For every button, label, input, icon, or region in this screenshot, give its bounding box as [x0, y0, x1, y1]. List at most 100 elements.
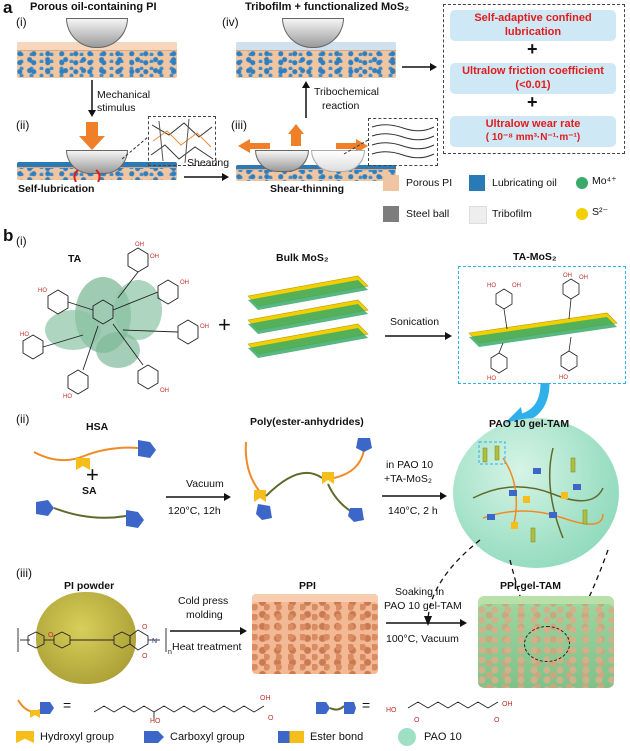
label-self-lubrication: Self-lubrication	[18, 183, 95, 195]
porous-pi-block-iv	[236, 42, 396, 78]
arrow-right-icon	[382, 492, 447, 500]
svg-text:HO: HO	[487, 376, 496, 382]
svg-text:HO: HO	[559, 375, 568, 381]
svg-text:HO: HO	[20, 332, 29, 338]
carboxyl-group-swatch	[144, 731, 164, 743]
label-stimulus: stimulus	[97, 102, 136, 114]
legend-porous-pi: Porous PI	[406, 177, 453, 189]
svg-text:OH: OH	[150, 254, 159, 260]
legend-steel-swatch	[383, 206, 399, 222]
step-a-iv: (iv)	[222, 15, 239, 29]
label-ta: TA	[68, 253, 82, 265]
svg-text:OH: OH	[579, 275, 588, 281]
label-tribochemical: Tribochemical	[314, 86, 379, 98]
step-b-iii: (iii)	[16, 566, 32, 580]
svg-text:N: N	[152, 638, 157, 645]
svg-text:HO: HO	[38, 288, 47, 294]
zoom-ellipse	[524, 626, 570, 662]
svg-text:OH: OH	[512, 283, 521, 289]
step-a-iii: (iii)	[231, 118, 247, 132]
label-sa: SA	[82, 485, 97, 497]
svg-text:O: O	[142, 624, 148, 631]
results-box	[443, 4, 625, 154]
svg-text:OH: OH	[260, 695, 271, 702]
pao-gel-sphere	[453, 418, 619, 568]
svg-text:n: n	[168, 649, 172, 656]
step-a-i: (i)	[16, 15, 27, 29]
network-zoom-box	[148, 116, 216, 166]
label-cond1: 120°C, 12h	[168, 505, 221, 517]
zoom-line-icon	[343, 139, 369, 155]
label-vacuum: Vacuum	[186, 478, 224, 490]
label-heat-treatment: Heat treatment	[172, 641, 242, 653]
orange-arrow-up-icon	[288, 124, 304, 146]
label-cond3: 100°C, Vacuum	[386, 633, 459, 645]
plus-sign: +	[86, 462, 99, 487]
label-pi-powder: PI powder	[64, 580, 115, 592]
plus-sign: +	[527, 92, 538, 112]
step-a-ii: (ii)	[16, 118, 30, 132]
arrow-right-icon	[170, 627, 247, 635]
bulk-mos2-layers-icon	[247, 275, 369, 358]
result-pill-2: Ultralow friction coefficient (<0.01)	[450, 63, 616, 94]
label-hsa: HSA	[86, 421, 109, 433]
legend-carboxyl: Carboxyl group	[170, 731, 245, 743]
hydroxyl-group-swatch	[16, 731, 34, 743]
hsa-molecule-icon	[33, 440, 156, 470]
label-cond2: 140°C, 2 h	[388, 505, 438, 517]
label-bulk-mos2: Bulk MoS₂	[276, 252, 329, 264]
gel-network-icon	[472, 441, 604, 543]
ta-mos2-nanosheet-icon: HO OH OH OH HO HO	[468, 273, 618, 382]
aligned-chains-box	[368, 118, 438, 166]
aligned-chains-icon	[371, 124, 435, 159]
s-atom-icon	[576, 208, 588, 220]
result-pill-1: Self-adaptive confined lubrication	[450, 10, 616, 41]
equals-sign: =	[63, 697, 72, 713]
result-pill-3: Ultralow wear rate ( 10⁻⁸ mm³·N⁻¹·m⁻¹)	[450, 116, 616, 147]
svg-text:O: O	[142, 653, 148, 658]
zoom-line-icon	[121, 136, 149, 160]
label-pao-gel: PAO 10 gel-TAM	[489, 418, 570, 430]
svg-text:OH: OH	[180, 280, 189, 286]
svg-text:OH: OH	[563, 273, 572, 279]
ester-bond-swatch	[278, 731, 304, 743]
legend-mo: Mo⁴⁺	[592, 175, 617, 187]
step-b-ii: (ii)	[16, 412, 30, 426]
label-plus-ta: +TA-MoS₂	[384, 473, 432, 485]
arrow-right-icon	[166, 493, 231, 501]
svg-text:OH: OH	[200, 324, 209, 330]
ppi-block	[252, 594, 378, 674]
arrow-up-icon	[302, 81, 310, 118]
svg-text:O: O	[494, 717, 500, 724]
sa-molecule-icon	[36, 500, 144, 528]
ta-mos2-box: HO OH OH OH HO HO	[458, 266, 626, 384]
polymer-network-icon	[150, 118, 214, 164]
legend-hydroxyl: Hydroxyl group	[40, 731, 114, 743]
legend-s: S²⁻	[592, 206, 609, 218]
svg-text:HO: HO	[386, 707, 397, 714]
title-porous-pi: Porous oil-containing PI	[30, 1, 157, 13]
arrow-right-icon	[402, 63, 437, 71]
pi-powder-particle	[36, 592, 136, 684]
panel-b-letter: b	[3, 226, 14, 245]
label-cold-press: Cold press	[178, 595, 229, 607]
equals-sign: =	[362, 697, 371, 713]
title-tribofilm: Tribofilm + functionalized MoS₂	[245, 1, 410, 13]
legend-porous-pi-swatch	[383, 175, 399, 191]
plus-sign: +	[527, 39, 538, 59]
orange-arrow-down-icon	[79, 122, 105, 150]
label-molding: molding	[186, 609, 223, 621]
pao-10-swatch	[398, 728, 416, 746]
panel-a-letter: a	[3, 0, 13, 17]
svg-text:HO: HO	[487, 283, 496, 289]
svg-text:OH: OH	[160, 388, 169, 394]
label-mechanical: Mechanical	[97, 89, 151, 101]
label-pao-gel-tam: PAO 10 gel-TAM	[384, 600, 462, 612]
label-reaction: reaction	[322, 100, 360, 112]
mo-atom-icon	[576, 177, 588, 189]
label-shearing: Shearing	[187, 157, 230, 169]
legend-tribofilm-swatch	[469, 206, 487, 224]
